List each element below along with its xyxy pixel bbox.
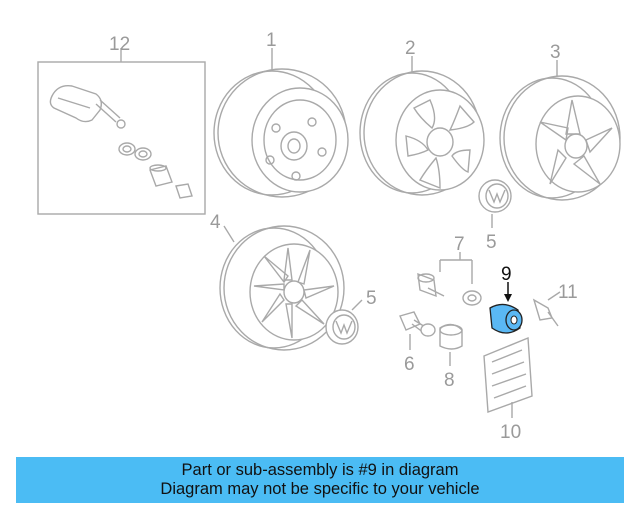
callout-2: 2 (405, 38, 416, 59)
wheel-bolts[interactable] (417, 252, 482, 306)
callout-8: 8 (444, 370, 455, 391)
callout-12: 12 (109, 34, 130, 55)
label-plate[interactable] (483, 336, 533, 418)
alloy-wheel-a[interactable] (359, 56, 485, 196)
center-cap-top[interactable] (478, 179, 512, 228)
callout-6: 6 (404, 354, 415, 375)
lug-bolt[interactable] (399, 311, 436, 350)
callout-11: 11 (558, 282, 578, 303)
center-cap-bottom[interactable] (325, 299, 363, 345)
lock-adapter[interactable] (439, 323, 463, 366)
callout-7: 7 (454, 234, 465, 255)
steel-wheel[interactable] (213, 48, 349, 198)
alloy-wheel-c[interactable] (219, 225, 345, 351)
callout-9: 9 (501, 264, 512, 285)
caption-line-part: Part or sub-assembly is #9 in diagram (181, 461, 459, 479)
caption-line-disclaimer: Diagram may not be specific to your vehi… (160, 480, 480, 498)
callout-5-top: 5 (486, 232, 497, 253)
callout-1: 1 (266, 30, 277, 51)
valve-stem[interactable] (532, 291, 561, 327)
callout-4: 4 (210, 212, 221, 233)
tpms-sensor-kit[interactable] (37, 48, 206, 215)
callout-3: 3 (550, 42, 561, 63)
part-9-lock-cylinder[interactable] (489, 282, 523, 334)
callout-10: 10 (500, 422, 521, 443)
alloy-wheel-b[interactable] (499, 60, 621, 201)
callout-5-bottom: 5 (366, 288, 377, 309)
diagram-caption-banner: Part or sub-assembly is #9 in diagram Di… (16, 457, 624, 503)
